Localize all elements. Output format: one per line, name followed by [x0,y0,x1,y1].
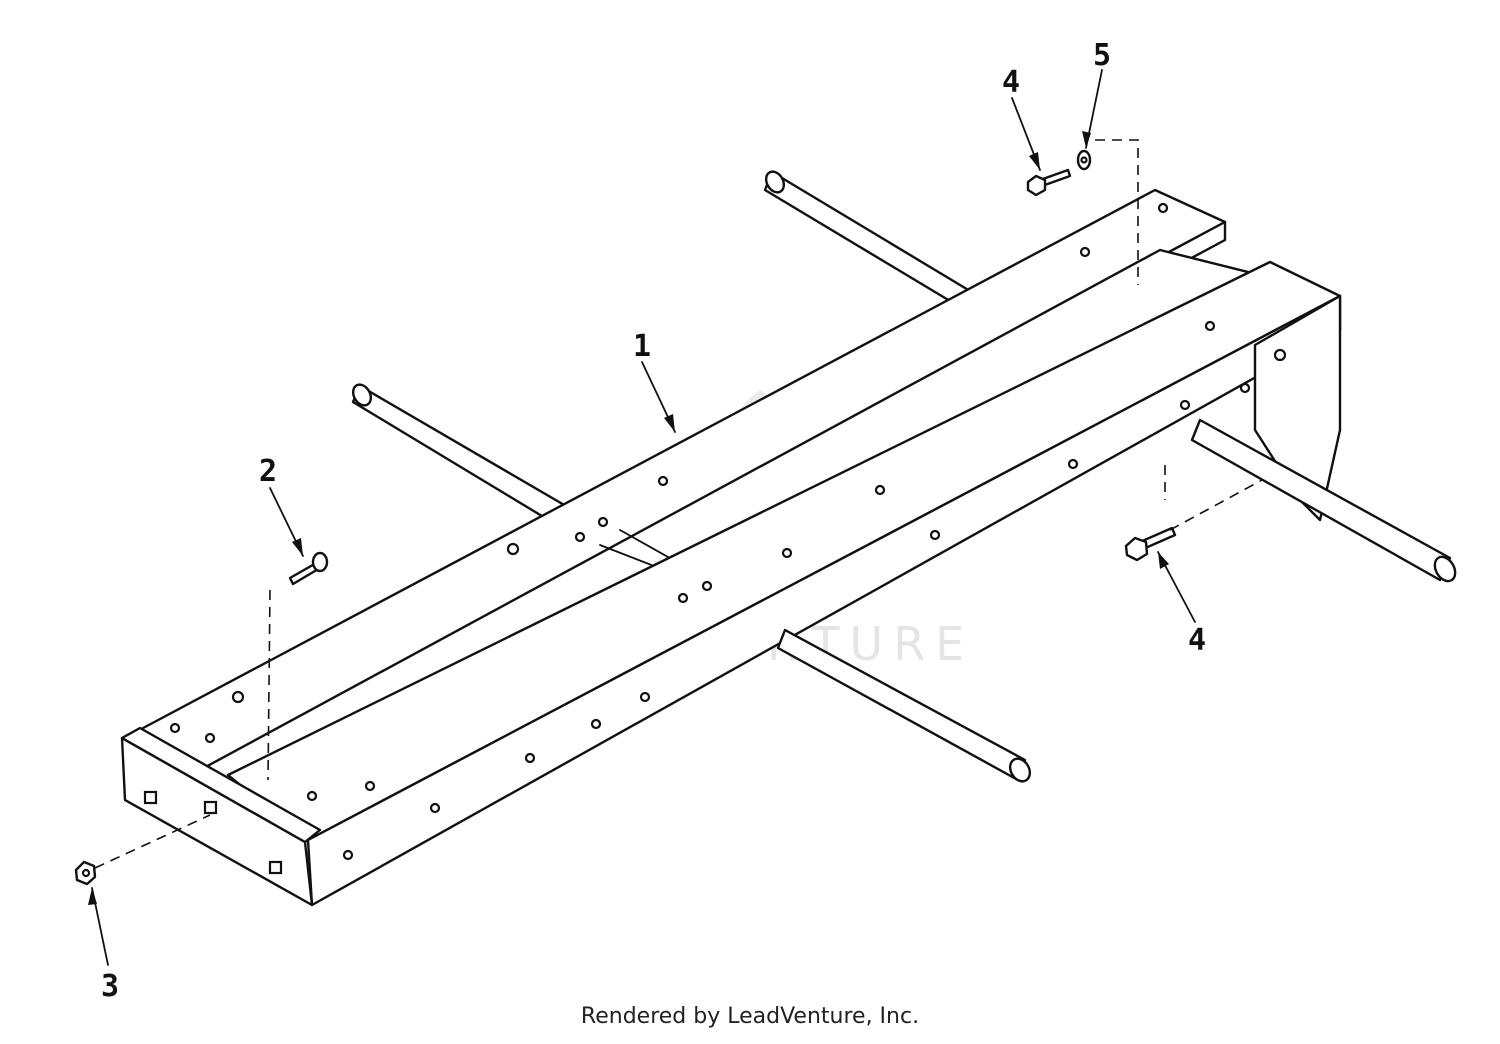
frame-right-rail [226,260,1342,907]
frame-holes [169,202,1251,861]
bolt-2 [288,551,329,586]
frame-front-end-plate [120,726,322,907]
bolt-4-right [1124,526,1177,562]
end-plate-slot [203,800,218,815]
installation-lines [94,139,1263,869]
bolt-4-top [1026,168,1072,197]
callout-3: 3 [101,969,119,1004]
leader-arrowheads [88,131,1169,905]
frame-rear-bracket [1253,294,1342,522]
render-credit: Rendered by LeadVenture, Inc. [580,1004,920,1029]
callout-4-top: 4 [1002,65,1020,100]
washer-5 [1076,149,1092,171]
callout-1: 1 [633,329,651,364]
callout-5: 5 [1093,38,1111,73]
end-plate-slot [268,860,283,875]
cross-bar-right [1190,418,1457,583]
nut-3 [74,860,97,886]
end-plate-slot [143,790,158,805]
callout-2: 2 [259,454,277,489]
cross-bar-bottom [776,628,1032,783]
bracket-hole [1273,348,1287,362]
callout-4-right: 4 [1188,623,1206,658]
cross-bar-left [351,383,592,547]
